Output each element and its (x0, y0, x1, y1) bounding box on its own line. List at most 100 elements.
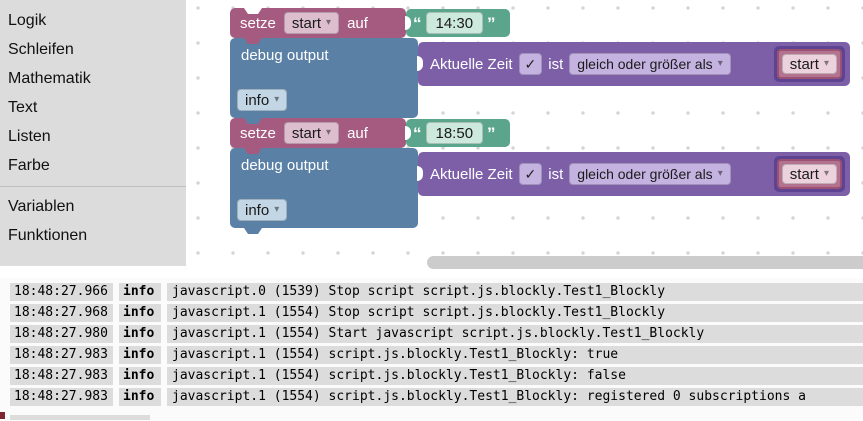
setze-label: setze (240, 124, 276, 142)
log-row: 18:48:27.983 info javascript.1 (1554) sc… (10, 367, 863, 385)
variable-get-block[interactable]: start ▾ (776, 49, 842, 79)
checkbox-field[interactable]: ✓ (518, 53, 543, 75)
log-level-badge: info (119, 325, 161, 343)
connector-tab (244, 228, 262, 234)
variable-get-block[interactable]: start ▾ (776, 159, 842, 189)
log-message: javascript.1 (1554) script.js.blockly.Te… (167, 367, 863, 385)
variable-name: start (291, 124, 322, 142)
log-timestamp: 18:48:27.980 (10, 325, 113, 343)
check-icon: ✓ (524, 55, 537, 72)
blockly-workspace[interactable]: Logik Schleifen Mathematik Text Listen F… (0, 0, 863, 278)
log-panel: 18:48:27.966 info javascript.0 (1539) St… (0, 278, 863, 421)
string-value: 18:50 (435, 124, 474, 142)
variable-dropdown[interactable]: start ▾ (781, 164, 837, 184)
dropdown-arrow-icon: ▾ (717, 58, 723, 69)
sidebar-item-schleifen[interactable]: Schleifen (8, 41, 74, 58)
log-row-partial (10, 415, 150, 420)
sidebar-item-variablen[interactable]: Variablen (8, 198, 75, 215)
log-row: 18:48:27.966 info javascript.0 (1539) St… (10, 283, 863, 301)
variable-dropdown[interactable]: start ▾ (781, 54, 837, 74)
connector-notch (244, 8, 262, 14)
log-level-badge: info (119, 367, 161, 385)
log-row: 18:48:27.983 info javascript.1 (1554) sc… (10, 346, 863, 364)
variables-set-block[interactable]: setze start ▾ auf (230, 8, 406, 38)
string-value-field[interactable]: 14:30 (425, 12, 484, 34)
operator-label: gleich oder größer als (577, 56, 713, 72)
ist-label: ist (548, 165, 564, 183)
checkbox-field[interactable]: ✓ (518, 163, 543, 185)
sidebar-item-text[interactable]: Text (8, 99, 38, 116)
horizontal-scrollbar-thumb[interactable] (427, 256, 863, 269)
sidebar-item-farbe[interactable]: Farbe (8, 157, 50, 174)
value-socket: start ▾ (773, 156, 845, 192)
log-timestamp: 18:48:27.983 (10, 346, 113, 364)
log-row: 18:48:27.983 info javascript.1 (1554) sc… (10, 388, 863, 406)
sidebar-divider (0, 186, 186, 187)
aktuelle-zeit-label: Aktuelle Zeit (430, 165, 513, 183)
check-icon: ✓ (524, 165, 537, 182)
sidebar-item-mathematik[interactable]: Mathematik (8, 70, 91, 87)
open-quote-icon: “ (413, 13, 422, 33)
log-timestamp: 18:48:27.983 (10, 388, 113, 406)
close-quote-icon: ” (487, 13, 496, 33)
setze-label: setze (240, 14, 276, 32)
debug-output-block[interactable]: debug output info ▾ (230, 148, 418, 228)
variable-dropdown[interactable]: start ▾ (283, 12, 340, 34)
ist-label: ist (548, 55, 564, 73)
connector-tab (244, 38, 262, 44)
operator-label: gleich oder größer als (577, 166, 713, 182)
sidebar-item-logik[interactable]: Logik (8, 12, 47, 29)
log-error-marker (0, 412, 5, 419)
variable-name: start (789, 165, 819, 183)
debug-output-label: debug output (241, 157, 329, 174)
dropdown-arrow-icon: ▾ (326, 127, 332, 138)
string-block[interactable]: “ 18:50 ” (405, 119, 510, 147)
value-socket: start ▾ (773, 46, 845, 82)
log-level-badge: info (119, 388, 161, 406)
time-compare-block[interactable]: Aktuelle Zeit ✓ ist gleich oder größer a… (417, 42, 850, 86)
string-value: 14:30 (435, 14, 474, 32)
log-timestamp: 18:48:27.966 (10, 283, 113, 301)
log-row: 18:48:27.968 info javascript.1 (1554) St… (10, 304, 863, 322)
dropdown-arrow-icon: ▾ (274, 94, 280, 105)
log-message: javascript.1 (1554) Stop script script.j… (167, 304, 863, 322)
log-message: javascript.1 (1554) script.js.blockly.Te… (167, 346, 863, 364)
log-level: info (245, 91, 270, 109)
log-row: 18:48:27.980 info javascript.1 (1554) St… (10, 325, 863, 343)
close-quote-icon: ” (487, 123, 496, 143)
string-value-field[interactable]: 18:50 (425, 122, 484, 144)
sidebar-item-funktionen[interactable]: Funktionen (8, 227, 88, 244)
operator-dropdown[interactable]: gleich oder größer als ▾ (569, 53, 731, 75)
log-level: info (245, 201, 270, 219)
dropdown-arrow-icon: ▾ (274, 204, 280, 215)
log-level-badge: info (119, 304, 161, 322)
connector-tab (244, 148, 262, 154)
auf-label: auf (347, 14, 368, 32)
log-message: javascript.0 (1539) Stop script script.j… (167, 283, 863, 301)
variable-dropdown[interactable]: start ▾ (283, 122, 340, 144)
variable-name: start (789, 55, 819, 73)
log-level-badge: info (119, 346, 161, 364)
auf-label: auf (347, 124, 368, 142)
dropdown-arrow-icon: ▾ (823, 58, 829, 69)
log-timestamp: 18:48:27.983 (10, 367, 113, 385)
aktuelle-zeit-label: Aktuelle Zeit (430, 55, 513, 73)
log-message: javascript.1 (1554) Start javascript scr… (167, 325, 863, 343)
operator-dropdown[interactable]: gleich oder größer als ▾ (569, 163, 731, 185)
dropdown-arrow-icon: ▾ (823, 168, 829, 179)
sidebar-item-listen[interactable]: Listen (8, 128, 51, 145)
open-quote-icon: “ (413, 123, 422, 143)
connector-tab (244, 118, 262, 124)
log-level-dropdown[interactable]: info ▾ (237, 199, 288, 221)
log-timestamp: 18:48:27.968 (10, 304, 113, 322)
log-message: javascript.1 (1554) script.js.blockly.Te… (167, 388, 863, 406)
debug-output-block[interactable]: debug output info ▾ (230, 38, 418, 118)
string-block[interactable]: “ 14:30 ” (405, 9, 510, 37)
dropdown-arrow-icon: ▾ (717, 168, 723, 179)
variables-set-block[interactable]: setze start ▾ auf (230, 118, 406, 148)
log-level-badge: info (119, 283, 161, 301)
dropdown-arrow-icon: ▾ (326, 17, 332, 28)
log-level-dropdown[interactable]: info ▾ (237, 89, 288, 111)
time-compare-block[interactable]: Aktuelle Zeit ✓ ist gleich oder größer a… (417, 152, 850, 196)
debug-output-label: debug output (241, 47, 329, 64)
